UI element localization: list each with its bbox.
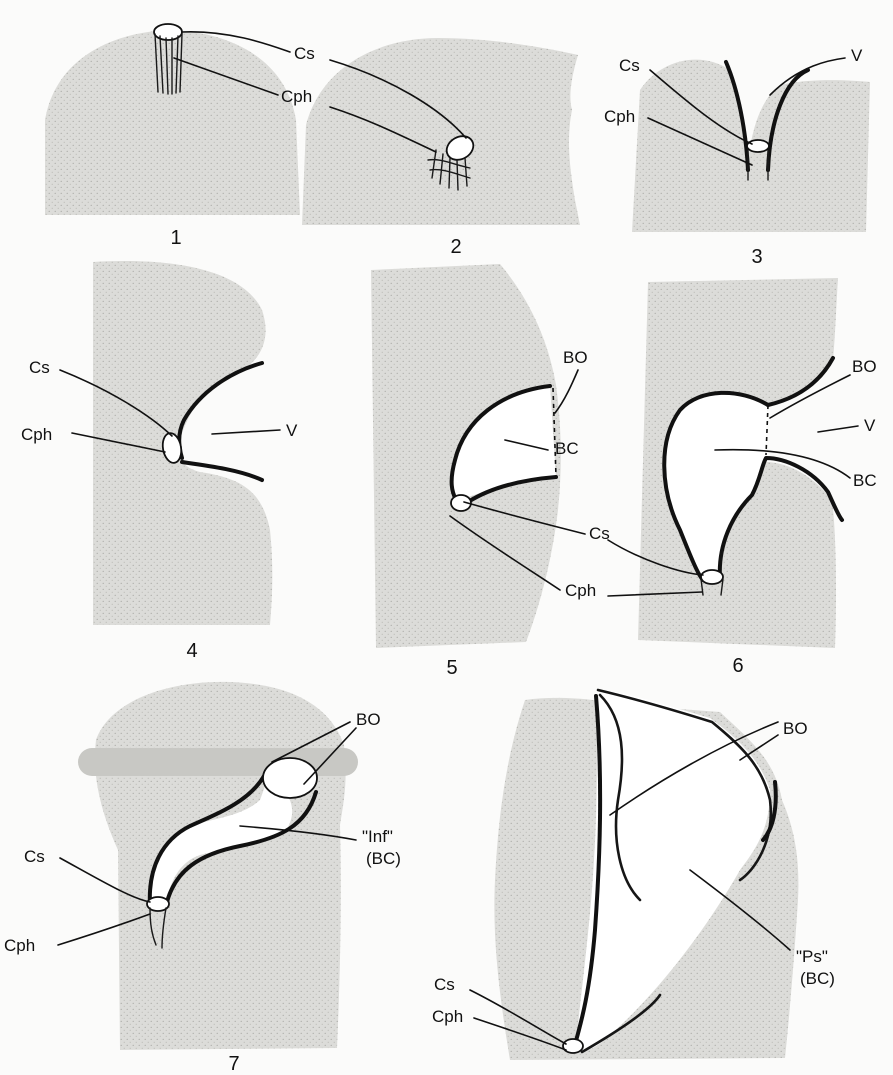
panel-7: BO "Inf" (BC) Cs Cph 7 xyxy=(4,682,401,1075)
panel-4-label-v: V xyxy=(286,421,298,440)
panel-5-number: 5 xyxy=(446,657,457,679)
panel-8-label-cs: Cs xyxy=(434,975,455,994)
panel-6-label-bc: BC xyxy=(853,471,877,490)
panel-6-number: 6 xyxy=(732,655,743,677)
panel-4-label-cph: Cph xyxy=(21,425,52,444)
panel-5-label-bc: BC xyxy=(555,439,579,458)
panel-8-label-bo: BO xyxy=(783,719,808,738)
panel-7-label-inf-sub: (BC) xyxy=(366,849,401,868)
panel-3: Cs Cph V 3 xyxy=(604,46,870,268)
panel-7-label-cs: Cs xyxy=(24,847,45,866)
panel-1-label-cph: Cph xyxy=(281,87,312,106)
panel-1-number: 1 xyxy=(170,227,181,249)
panel-6: BO V BC 6 xyxy=(608,278,877,677)
panel-8-cartilage xyxy=(563,1039,583,1053)
panel-8-label-ps-sub: (BC) xyxy=(800,969,835,988)
panel-2-tissue xyxy=(302,38,580,225)
panel-5-label-bo: BO xyxy=(563,348,588,367)
panel-5: BO BC Cs Cph 5 xyxy=(371,264,610,679)
panel-2-number: 2 xyxy=(450,236,461,258)
panel-4: Cs Cph V 4 xyxy=(21,261,298,662)
panel-7-number: 7 xyxy=(228,1053,239,1075)
panel-5-label-cph: Cph xyxy=(565,581,596,600)
panel-8-label-ps: "Ps" xyxy=(796,947,828,966)
panel-3-label-cph: Cph xyxy=(604,107,635,126)
panel-3-label-cs: Cs xyxy=(619,56,640,75)
panel-3-label-v: V xyxy=(851,46,863,65)
panel-8: BO "Ps" (BC) Cs Cph xyxy=(432,690,835,1060)
panel-4-number: 4 xyxy=(186,640,197,662)
panel-7-label-cph: Cph xyxy=(4,936,35,955)
panel-1: Cs Cph 1 xyxy=(45,24,315,249)
panel-3-number: 3 xyxy=(751,246,762,268)
panel-6-label-v: V xyxy=(864,416,876,435)
panel-7-label-bo: BO xyxy=(356,710,381,729)
panel-2: 2 xyxy=(302,38,580,258)
panel-7-label-inf: "Inf" xyxy=(362,827,393,846)
panel-4-label-cs: Cs xyxy=(29,358,50,377)
panel-6-label-bo: BO xyxy=(852,357,877,376)
panel-1-label-cs: Cs xyxy=(294,44,315,63)
panel-6-v-leader xyxy=(818,426,858,432)
panel-8-label-cph: Cph xyxy=(432,1007,463,1026)
panel-7-tissue xyxy=(95,682,346,1050)
panel-4-v-leader xyxy=(212,430,280,434)
panel-5-label-cs: Cs xyxy=(589,524,610,543)
